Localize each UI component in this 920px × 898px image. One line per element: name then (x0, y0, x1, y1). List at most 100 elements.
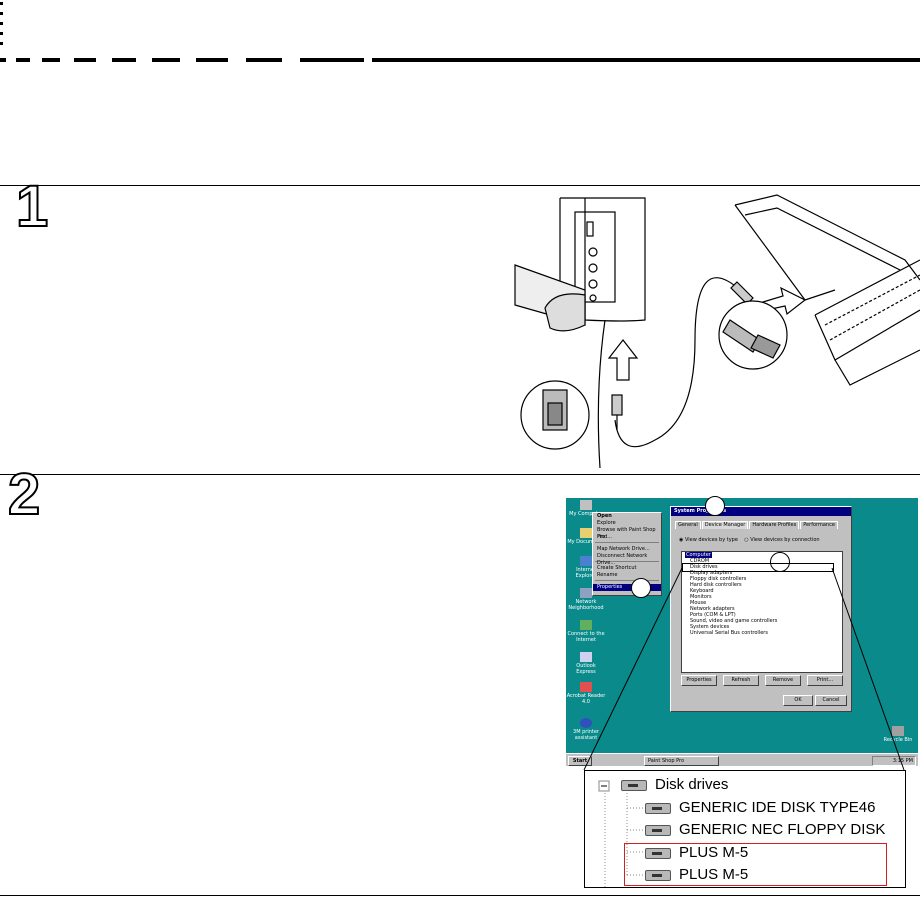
tree-item-plus-m5[interactable]: PLUS M-5 (645, 842, 748, 864)
tree-item[interactable]: CDROM (690, 558, 710, 564)
desktop-icon-label: 3M printer assistant (573, 729, 599, 741)
tree-item-label: GENERIC IDE DISK TYPE46 (679, 799, 876, 816)
tree-item[interactable]: Display adapters (690, 570, 733, 576)
tree-item[interactable]: Hard disk controllers (690, 582, 742, 588)
connect-icon (580, 620, 592, 630)
disk-drive-icon (645, 824, 671, 836)
desktop-icon-label: Outlook Express (576, 663, 596, 675)
remove-button[interactable]: Remove (765, 675, 801, 686)
taskbar-clock: 3:15 PM (872, 756, 916, 766)
tree-item[interactable]: Network adapters (690, 606, 735, 612)
plus-m5-highlight (624, 843, 887, 886)
context-menu: Open Explore Browse with Paint Shop Pro … (592, 512, 662, 596)
header-dashed-line (0, 58, 364, 62)
tree-item-plus-m5[interactable]: PLUS M-5 (645, 864, 748, 886)
disk-drive-icon (645, 802, 671, 814)
menu-item-find[interactable]: Find... (597, 534, 613, 540)
start-button[interactable]: Start (568, 756, 592, 766)
tree-item[interactable]: GENERIC IDE DISK TYPE46 (645, 797, 875, 819)
tree-category-disk-drives[interactable]: Disk drives (621, 774, 728, 796)
tree-item[interactable]: GENERIC NEC FLOPPY DISK (645, 819, 885, 841)
computer-icon (580, 500, 592, 510)
desktop-icon-label: Network Neighborhood (568, 599, 604, 611)
usb-connection-illustration (514, 194, 920, 469)
properties-button[interactable]: Properties (681, 675, 717, 686)
tree-item[interactable]: Floppy disk controllers (690, 576, 747, 582)
callout-circle (631, 578, 651, 598)
desktop-icon-acrobat[interactable]: Acrobat Reader 4.0 (566, 682, 606, 705)
recycle-bin-icon (892, 726, 904, 736)
ie-icon (580, 556, 592, 566)
radio-label: View devices by connection (750, 537, 820, 543)
tree-item[interactable]: Mouse (690, 600, 707, 606)
tree-item[interactable]: System devices (690, 624, 730, 630)
desktop-icon-my-documents[interactable]: My Documents (566, 528, 606, 545)
zoom-connector-lines (583, 567, 905, 771)
disk-drive-icon (645, 869, 671, 881)
tree-item[interactable]: Universal Serial Bus controllers (690, 630, 768, 636)
tree-item[interactable]: Disk drives (690, 564, 718, 570)
tree-item-label: GENERIC NEC FLOPPY DISK (679, 821, 886, 838)
desktop-icon-label: My Computer (569, 511, 603, 517)
disk-drives-zoom: Disk drives GENERIC IDE DISK TYPE46 GENE… (584, 770, 906, 888)
disk-drives-highlight (682, 563, 834, 572)
menu-item-open[interactable]: Open (597, 513, 612, 519)
outlook-icon (580, 652, 592, 662)
tree-item[interactable]: Computer (682, 552, 842, 558)
menu-item-explore[interactable]: Explore (597, 520, 616, 526)
desktop-icon-connect[interactable]: Connect to the Internet (566, 620, 606, 643)
step-1-number: 1 (15, 174, 49, 239)
tab-general[interactable]: General (675, 521, 701, 529)
tree-item[interactable]: Keyboard (690, 588, 714, 594)
menu-item-create-shortcut[interactable]: Create Shortcut (597, 565, 637, 571)
desktop-icon-outlook[interactable]: Outlook Express (566, 652, 606, 675)
header-dotted-line (0, 2, 3, 45)
view-options: ◉ View devices by type ○ View devices by… (679, 537, 820, 543)
step-2-rule (0, 474, 920, 475)
radio-view-by-type[interactable]: ◉ View devices by type (679, 537, 738, 543)
menu-item-browse[interactable]: Browse with Paint Shop Pro (597, 527, 656, 540)
menu-item-properties[interactable]: Properties (593, 584, 661, 591)
desktop-icon-label: Connect to the Internet (567, 631, 605, 643)
desktop-icon-my-computer[interactable]: My Computer (566, 500, 606, 517)
desktop-icon-label: Internet Explorer (575, 567, 597, 579)
tab-performance[interactable]: Performance (800, 521, 838, 529)
menu-separator (595, 561, 659, 564)
tree-item[interactable]: Monitors (690, 594, 712, 600)
menu-item-disconnect-drive[interactable]: Disconnect Network Drive... (597, 553, 648, 566)
tree-item[interactable]: Sound, video and game controllers (690, 618, 778, 624)
disk-drive-icon (621, 779, 647, 791)
header-solid-line (372, 58, 920, 62)
step-1-rule (0, 185, 920, 186)
print-button[interactable]: Print... (807, 675, 843, 686)
dialog-title: System Properties (671, 507, 851, 516)
tab-hardware-profiles[interactable]: Hardware Profiles (749, 521, 800, 529)
desktop-icon-internet-explorer[interactable]: Internet Explorer (566, 556, 606, 579)
desktop-icon-3m[interactable]: 3M printer assistant (566, 718, 606, 741)
network-icon (580, 588, 592, 598)
tree-lines (598, 780, 645, 887)
ok-button[interactable]: OK (783, 695, 813, 706)
folder-icon (580, 528, 592, 538)
desktop-icon-recycle-bin[interactable]: Recycle Bin (878, 726, 918, 743)
taskbar: Start Paint Shop Pro 3:15 PM (566, 753, 918, 766)
menu-item-rename[interactable]: Rename (597, 572, 618, 578)
tab-device-manager[interactable]: Device Manager (701, 521, 749, 529)
radio-label: View devices by type (684, 537, 738, 543)
printer-assistant-icon (580, 718, 592, 728)
cancel-button[interactable]: Cancel (815, 695, 847, 706)
taskbar-item-paint-shop-pro[interactable]: Paint Shop Pro (644, 756, 719, 766)
callout-circle (705, 496, 725, 516)
refresh-button[interactable]: Refresh (723, 675, 759, 686)
bottom-rule (0, 895, 920, 896)
menu-item-map-drive[interactable]: Map Network Drive... (597, 546, 650, 552)
menu-separator (595, 580, 659, 583)
menu-separator (595, 542, 659, 545)
category-label: Disk drives (655, 776, 729, 793)
radio-view-by-connection[interactable]: ○ View devices by connection (744, 537, 820, 543)
tree-item-label: PLUS M-5 (679, 844, 749, 861)
tree-item[interactable]: Ports (COM & LPT) (690, 612, 736, 618)
desktop-icon-label: My Documents (567, 539, 605, 545)
desktop-icon-network[interactable]: Network Neighborhood (566, 588, 606, 611)
